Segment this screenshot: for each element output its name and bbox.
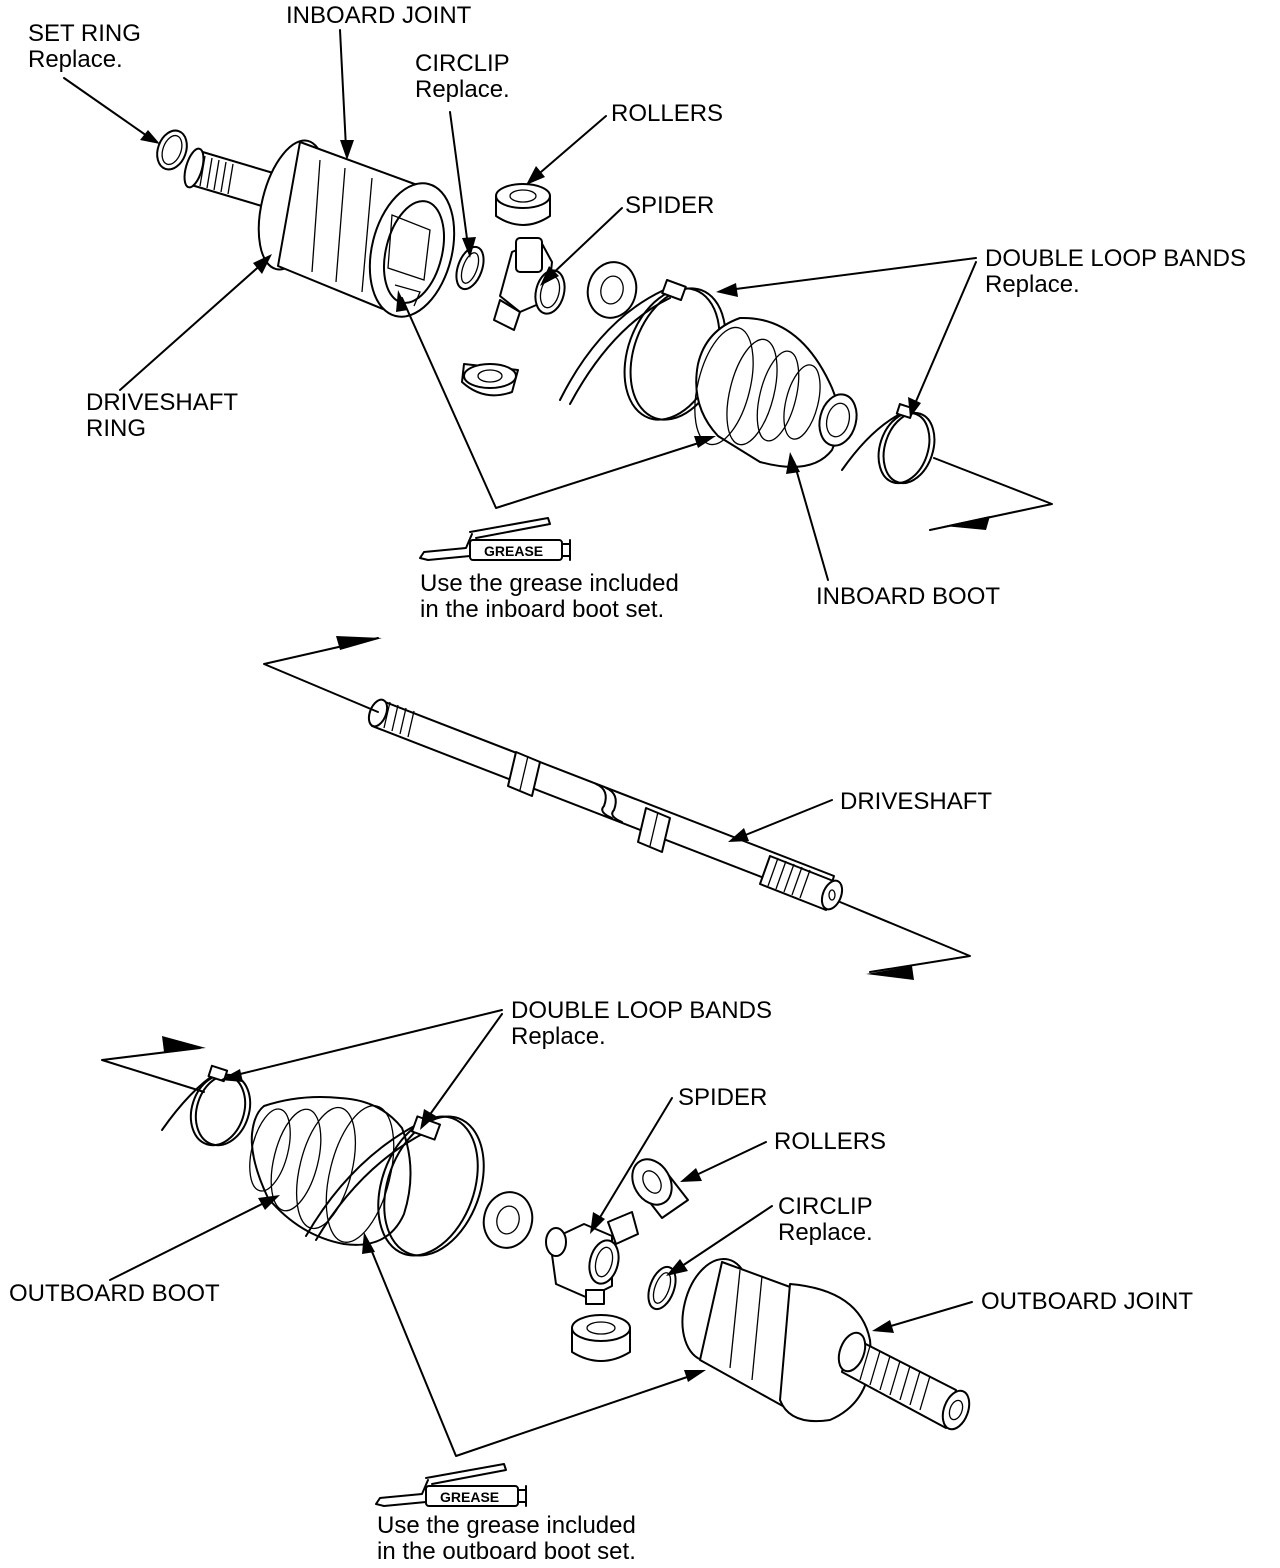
double-loop-bands-top-label: DOUBLE LOOP BANDS Replace.	[985, 246, 1246, 298]
spider-bottom-label: SPIDER	[678, 1084, 768, 1111]
circlip-top-note: Replace.	[415, 76, 510, 103]
set-ring	[156, 129, 188, 171]
circlip-bottom-note: Replace.	[778, 1219, 873, 1246]
grease-note-inboard-line1: Use the grease included	[420, 570, 679, 597]
double-loop-band-bottom-small	[161, 1064, 252, 1147]
grease-gun-icon: GREASE	[375, 1463, 527, 1507]
double-loop-bands-bottom-label: DOUBLE LOOP BANDS Replace.	[511, 998, 772, 1050]
circlip-bottom-name: CIRCLIP	[778, 1193, 873, 1220]
double-loop-band-top-small	[841, 403, 936, 485]
set-ring-name: SET RING	[28, 20, 141, 47]
circlip-top-label: CIRCLIP Replace.	[415, 51, 510, 103]
inboard-boot-label: INBOARD BOOT	[816, 583, 1001, 610]
leader-lines	[63, 29, 1053, 1457]
double-loop-bands-top-name: DOUBLE LOOP BANDS	[985, 245, 1246, 272]
roller-bottom-left	[482, 1191, 534, 1249]
grease-note-outboard: Use the grease included in the outboard …	[377, 1513, 636, 1565]
double-loop-band-bottom-large	[305, 1115, 485, 1257]
set-ring-label: SET RING Replace.	[28, 21, 141, 73]
driveshaft-ring-label: DRIVESHAFT RING	[86, 390, 238, 442]
rollers-bottom	[571, 1158, 689, 1362]
spider-top	[493, 237, 566, 331]
outboard-boot-label: OUTBOARD BOOT	[9, 1280, 220, 1307]
set-ring-note: Replace.	[28, 46, 123, 73]
double-loop-bands-bottom-name: DOUBLE LOOP BANDS	[511, 997, 772, 1024]
circlip-bottom	[647, 1265, 677, 1311]
circlip-top	[455, 245, 485, 291]
grease-note-outboard-line1: Use the grease included	[377, 1512, 636, 1539]
grease-icon-label: GREASE	[440, 1489, 499, 1505]
circlip-top-name: CIRCLIP	[415, 50, 510, 77]
grease-note-inboard-line2: in the inboard boot set.	[420, 596, 665, 623]
inboard-joint-label: INBOARD JOINT	[286, 2, 472, 29]
rollers-top-label: ROLLERS	[611, 100, 724, 127]
circlip-bottom-label: CIRCLIP Replace.	[778, 1194, 873, 1246]
grease-icon-label: GREASE	[484, 543, 543, 559]
spider-top-label: SPIDER	[625, 192, 715, 219]
grease-gun-icon: GREASE	[419, 517, 571, 561]
inboard-joint-housing	[257, 139, 456, 318]
rollers-top	[461, 183, 638, 397]
driveshaft-ring-line1: DRIVESHAFT	[86, 389, 239, 416]
driveshaft-ring-line2: RING	[86, 415, 146, 442]
grease-note-inboard: Use the grease included in the inboard b…	[420, 571, 679, 623]
outboard-boot	[249, 1096, 412, 1246]
double-loop-bands-top-note: Replace.	[985, 271, 1080, 298]
driveshaft-shaft	[367, 698, 844, 911]
outboard-joint	[681, 1257, 971, 1431]
driveshaft-label: DRIVESHAFT	[840, 788, 993, 815]
double-loop-bands-bottom-note: Replace.	[511, 1023, 606, 1050]
grease-note-outboard-line2: in the outboard boot set.	[377, 1538, 636, 1565]
outboard-joint-label: OUTBOARD JOINT	[981, 1288, 1194, 1315]
spider-bottom	[545, 1211, 639, 1305]
rollers-bottom-label: ROLLERS	[774, 1128, 887, 1155]
inboard-boot	[694, 316, 858, 468]
